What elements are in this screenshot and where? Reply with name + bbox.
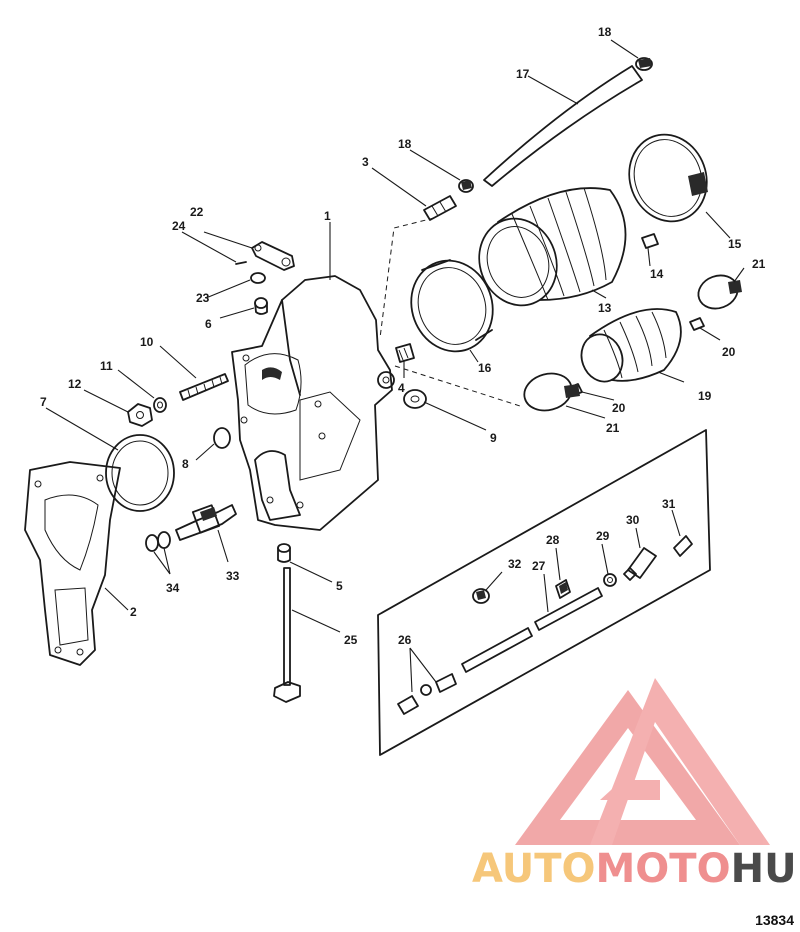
watermark-text: AUTOMOTOHUB bbox=[472, 846, 800, 892]
part-hose-clamp-small bbox=[458, 179, 474, 193]
callout-11: 11 bbox=[100, 359, 113, 373]
part-clamp-small-right bbox=[697, 274, 742, 310]
callout-34: 34 bbox=[166, 581, 180, 595]
part-exhaust-bellows bbox=[478, 187, 627, 307]
callout-22: 22 bbox=[190, 205, 204, 219]
part-hose-fitting-pair bbox=[397, 673, 457, 715]
callout-8: 8 bbox=[182, 457, 189, 471]
part-bellows-adaptor bbox=[410, 259, 494, 353]
part-shaft-bushing bbox=[277, 543, 291, 563]
part-shift-shaft bbox=[273, 567, 301, 703]
part-washer-small bbox=[153, 397, 167, 413]
callout-12: 12 bbox=[68, 377, 82, 391]
part-gasket bbox=[24, 461, 121, 666]
callout-14: 14 bbox=[650, 267, 664, 281]
callout-3: 3 bbox=[362, 155, 369, 169]
callout-24: 24 bbox=[172, 219, 186, 233]
callout-18-mid: 18 bbox=[398, 137, 412, 151]
part-bushing bbox=[254, 297, 268, 315]
callout-15: 15 bbox=[728, 237, 742, 251]
part-inset-clamp bbox=[472, 588, 490, 604]
callout-25: 25 bbox=[344, 633, 358, 647]
watermark-part-moto: MOTO bbox=[596, 846, 731, 892]
watermark-part-auto: AUTO bbox=[472, 846, 596, 892]
part-shift-lever bbox=[251, 241, 295, 271]
callout-27: 27 bbox=[532, 559, 546, 573]
callout-32: 32 bbox=[508, 557, 522, 571]
callout-31: 31 bbox=[662, 497, 676, 511]
callout-19: 19 bbox=[698, 389, 712, 403]
part-o-ring-mid bbox=[213, 427, 231, 449]
part-clamp-clip-right bbox=[689, 317, 705, 331]
callout-7: 7 bbox=[40, 395, 47, 409]
part-washer-large bbox=[403, 389, 427, 409]
callout-10: 10 bbox=[140, 335, 154, 349]
callout-9: 9 bbox=[490, 431, 497, 445]
inset-panel bbox=[377, 429, 711, 756]
part-hose-fitting bbox=[423, 195, 457, 221]
callout-5: 5 bbox=[336, 579, 343, 593]
part-stud bbox=[179, 373, 229, 401]
part-inset-nut bbox=[603, 573, 617, 587]
part-bellows-clamp-large bbox=[628, 133, 708, 223]
part-clamp-clip-upper bbox=[641, 233, 659, 249]
callout-1: 1 bbox=[324, 209, 331, 223]
callout-16: 16 bbox=[478, 361, 492, 375]
part-shift-cable-bellows bbox=[580, 308, 682, 383]
callout-18-top: 18 bbox=[598, 25, 612, 39]
part-nut bbox=[127, 403, 153, 427]
part-washer-lever bbox=[250, 272, 266, 284]
assembly-line-upper bbox=[379, 217, 435, 339]
part-inset-elbow bbox=[673, 535, 693, 557]
part-valve bbox=[175, 504, 237, 541]
callout-29: 29 bbox=[596, 529, 610, 543]
callout-21-lower: 21 bbox=[606, 421, 620, 435]
callout-28: 28 bbox=[546, 533, 560, 547]
callout-30: 30 bbox=[626, 513, 640, 527]
callout-20-lower: 20 bbox=[612, 401, 626, 415]
callout-labels: 1 2 3 4 5 6 7 8 9 10 11 12 13 14 15 16 1… bbox=[40, 25, 766, 647]
part-inset-hose bbox=[461, 587, 603, 673]
callout-6: 6 bbox=[205, 317, 212, 331]
callout-4: 4 bbox=[398, 381, 405, 395]
part-water-hose bbox=[483, 65, 643, 187]
part-bell-housing bbox=[231, 275, 395, 531]
watermark-logo bbox=[515, 678, 770, 845]
callout-33: 33 bbox=[226, 569, 240, 583]
part-o-rings-small bbox=[145, 531, 171, 552]
callout-23: 23 bbox=[196, 291, 210, 305]
part-inset-valve bbox=[623, 547, 657, 581]
part-inset-fitting-28 bbox=[555, 579, 571, 599]
callout-13: 13 bbox=[598, 301, 612, 315]
assembly-line-lower bbox=[394, 365, 521, 407]
part-pin bbox=[235, 261, 247, 265]
part-fitting bbox=[395, 343, 415, 363]
part-hose-clamp-small-top bbox=[635, 57, 653, 71]
leader-lines bbox=[45, 39, 745, 693]
callout-2: 2 bbox=[130, 605, 137, 619]
watermark-part-hub: HUB bbox=[731, 846, 800, 892]
callout-20-right: 20 bbox=[722, 345, 736, 359]
part-clamp-small-lower bbox=[523, 372, 580, 412]
callout-21-right: 21 bbox=[752, 257, 766, 271]
part-o-ring-large bbox=[105, 434, 175, 512]
figure-reference-number: 13834 bbox=[755, 912, 794, 928]
callout-26: 26 bbox=[398, 633, 412, 647]
callout-17: 17 bbox=[516, 67, 530, 81]
